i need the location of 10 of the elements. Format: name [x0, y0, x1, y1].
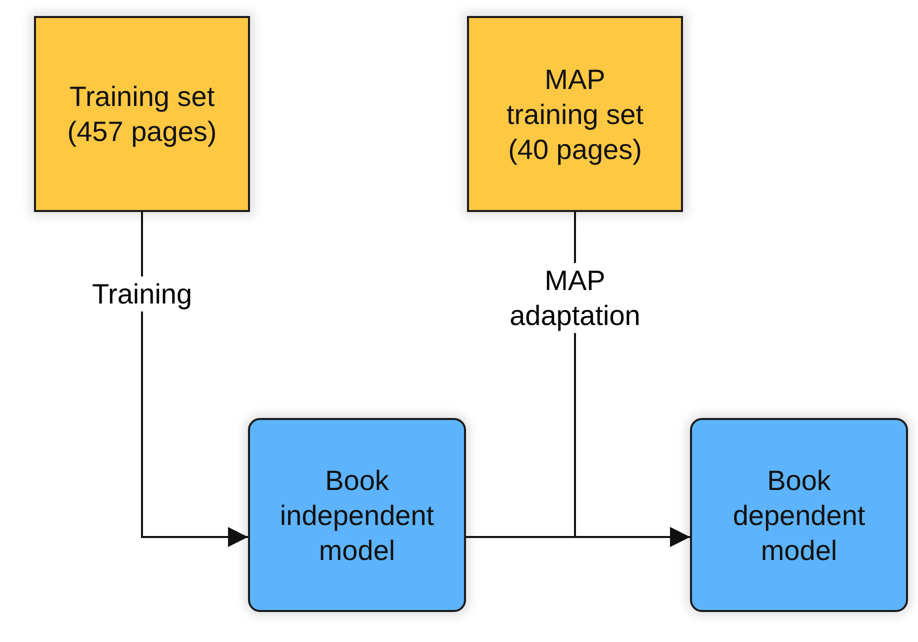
model-box — [248, 418, 466, 612]
arrow — [141, 212, 248, 547]
model-box — [690, 418, 908, 612]
node-label: Training set (457 pages) — [66, 80, 218, 149]
node-label: Book dependent model — [732, 464, 866, 568]
arrow — [466, 527, 690, 547]
data-box — [34, 16, 250, 212]
node-label: Book independent model — [278, 464, 436, 568]
data-box — [467, 16, 683, 212]
node-label: MAP training set (40 pages) — [506, 62, 644, 166]
